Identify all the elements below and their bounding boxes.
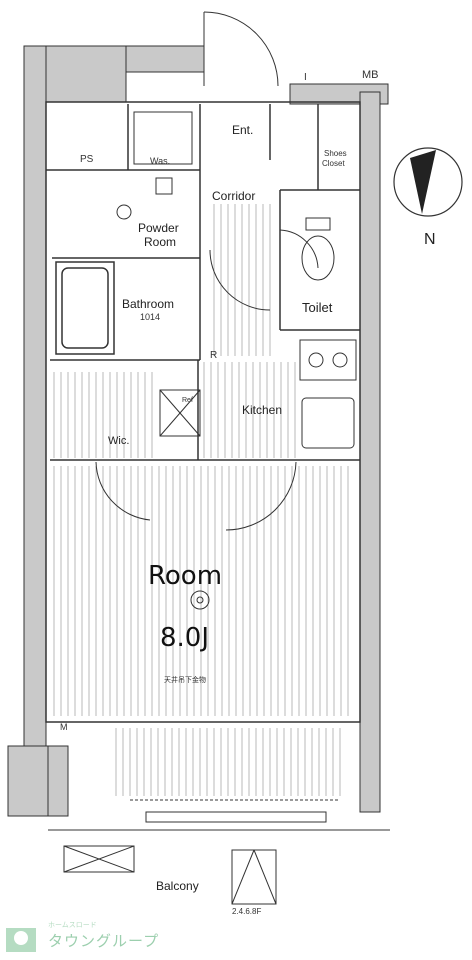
compass-icon: [393, 147, 463, 217]
wic-label: Wic.: [108, 435, 129, 447]
logo-text: タウングループ: [48, 932, 160, 950]
company-logo: ホームスロード タウングループ: [4, 921, 204, 956]
bathroom-label: Bathroom: [122, 297, 174, 311]
powder-room-label-1: Powder: [138, 221, 179, 235]
logo-subtext: ホームスロード: [48, 921, 97, 929]
doors: [95, 11, 319, 531]
powder-room-label-2: Room: [144, 235, 176, 249]
mb-label: MB: [362, 69, 379, 81]
ps-label: PS: [80, 154, 94, 165]
ref-label: Ref: [182, 397, 193, 404]
bathroom-size: 1014: [140, 312, 160, 322]
kitchen-label: Kitchen: [242, 403, 282, 417]
compass-north-label: N: [424, 231, 436, 248]
balcony-area: [48, 799, 390, 905]
balcony-label: Balcony: [156, 879, 199, 893]
corridor-label: Corridor: [212, 189, 255, 203]
m-mark: M: [60, 722, 68, 732]
exterior-walls: [7, 45, 389, 817]
i-mark: I: [304, 72, 307, 83]
powder-room-fixtures: [116, 111, 193, 220]
ceiling-note: 天井吊下金物: [164, 675, 206, 684]
toilet-fixture: [301, 217, 335, 281]
entrance-label: Ent.: [232, 123, 253, 137]
r-mark: R: [210, 350, 217, 361]
shoes-closet-label-1: Shoes: [324, 149, 347, 158]
ceiling-light: [190, 590, 210, 610]
balcony-note: 2.4.6.8F: [232, 907, 261, 916]
was-label: Was.: [150, 156, 170, 166]
interior-outline: [45, 101, 361, 723]
toilet-label: Toilet: [302, 300, 333, 315]
room-label: Room: [148, 561, 222, 591]
logo-mark-icon: [6, 928, 36, 952]
room-size-label: 8.0J: [160, 623, 209, 653]
flooring-stripes: [53, 204, 349, 796]
kitchen-counter: [159, 339, 357, 449]
shoes-closet-label-2: Closet: [322, 159, 345, 168]
